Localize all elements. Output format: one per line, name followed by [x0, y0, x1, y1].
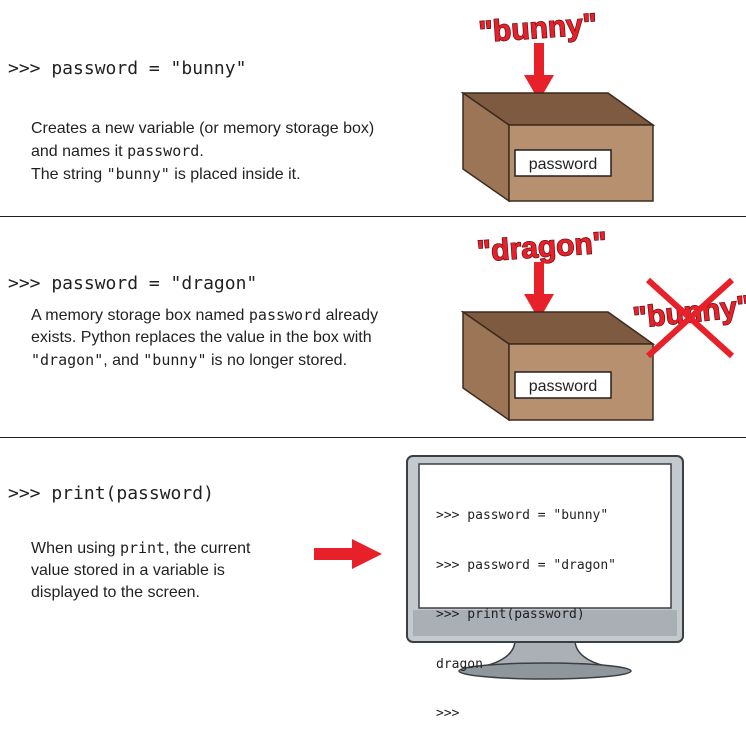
computer-monitor-icon: [406, 455, 684, 680]
discarded-value-text: "bunny": [631, 290, 746, 335]
section-assign-bunny: >>> password = "bunny" Creates a new var…: [0, 0, 746, 216]
description-print: When using print, the current value stor…: [31, 537, 250, 604]
section-assign-dragon: >>> password = "dragon" A memory storage…: [0, 217, 746, 437]
code-print: >>> print(password): [8, 483, 214, 504]
description-line: Creates a new variable (or memory storag…: [31, 120, 375, 137]
box-label: password: [529, 378, 597, 395]
description-line: displayed to the screen.: [31, 584, 200, 601]
screen-line: >>>: [436, 706, 460, 721]
red-down-arrow-icon: [524, 43, 554, 101]
discarded-value-bunny: "bunny": [631, 277, 746, 359]
red-down-arrow-icon: [524, 262, 554, 320]
screen-line: >>> password = "bunny": [436, 508, 609, 523]
code-assign-bunny: >>> password = "bunny": [8, 58, 247, 79]
screen-line: >>> password = "dragon": [436, 557, 617, 573]
screen-line: >>> print(password): [436, 607, 585, 622]
description-line: and names it password.: [31, 142, 204, 160]
incoming-value-text: "bunny": [478, 8, 598, 49]
monitor-screen-text: >>> password = "bunny" >>> password = "d…: [436, 475, 616, 756]
description-assign-bunny: Creates a new variable (or memory storag…: [31, 118, 374, 186]
description-assign-dragon: A memory storage box named password alre…: [31, 304, 378, 372]
cardboard-box-icon: password: [460, 91, 656, 203]
description-line: A memory storage box named password alre…: [31, 306, 379, 324]
code-assign-dragon: >>> password = "dragon": [8, 273, 258, 294]
section-divider: [0, 437, 746, 438]
section-divider: [0, 216, 746, 217]
red-x-cross-icon: [645, 277, 735, 359]
description-line: exists. Python replaces the value in the…: [31, 329, 372, 346]
description-line: The string "bunny" is placed inside it.: [31, 165, 301, 183]
section-print: >>> print(password) When using print, th…: [0, 438, 746, 721]
red-right-arrow-icon: [314, 539, 382, 569]
description-line: "dragon", and "bunny" is no longer store…: [31, 351, 348, 369]
description-line: When using print, the current: [31, 539, 251, 557]
incoming-value-dragon: "dragon": [475, 226, 608, 269]
incoming-value-bunny: "bunny": [477, 7, 599, 49]
description-line: value stored in a variable is: [31, 562, 225, 579]
screen-line: dragon: [436, 656, 483, 672]
cardboard-box-icon: password: [460, 310, 656, 422]
box-label: password: [529, 156, 597, 173]
